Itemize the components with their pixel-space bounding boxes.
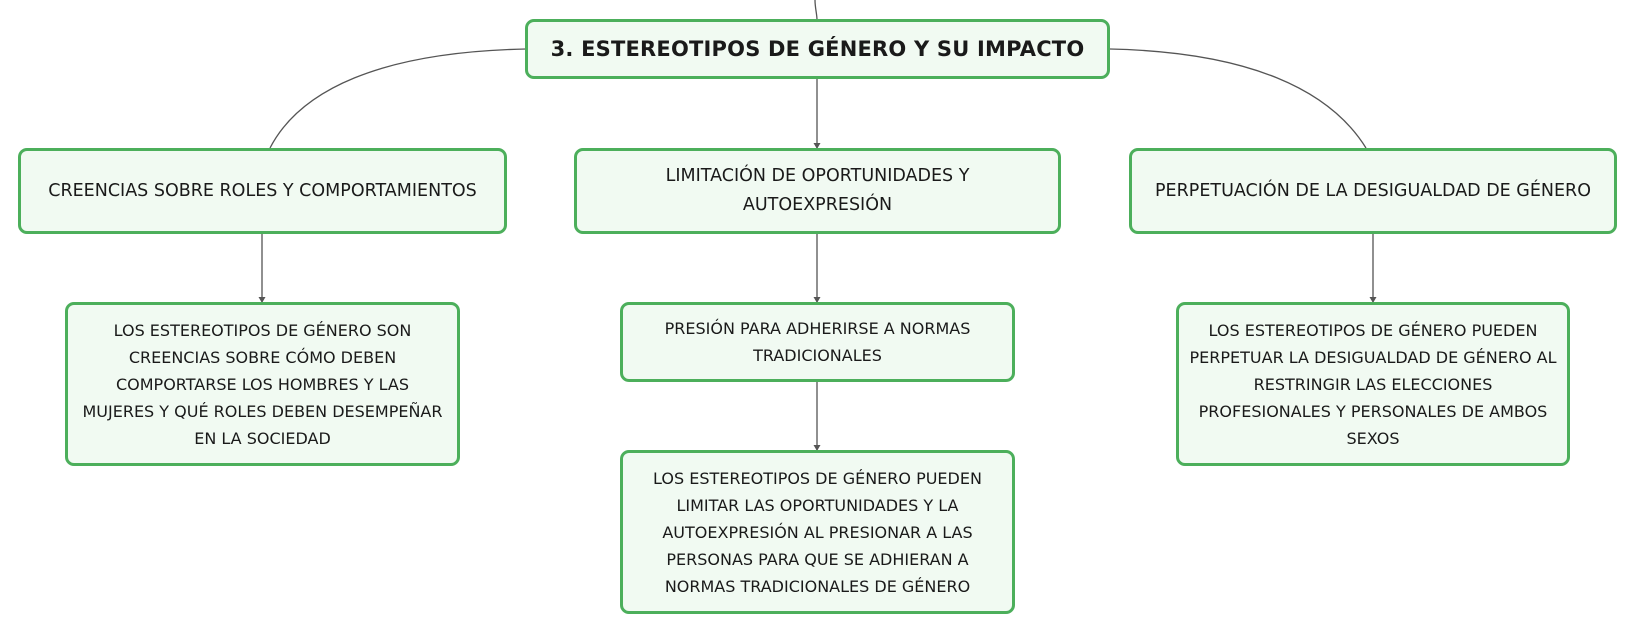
connector-root-branch-3 <box>1109 48 1367 149</box>
connector-top <box>814 0 818 21</box>
connector-root-branch-1 <box>269 48 527 149</box>
branch-2-child-2-node[interactable]: LOS ESTEREOTIPOS DE GÉNERO PUEDEN LIMITA… <box>620 450 1015 614</box>
branch-3-child-1-node[interactable]: LOS ESTEREOTIPOS DE GÉNERO PUEDEN PERPET… <box>1176 302 1570 466</box>
branch-1-child-1-text: LOS ESTEREOTIPOS DE GÉNERO SON CREENCIAS… <box>82 320 443 448</box>
branch-1-node[interactable]: CREENCIAS SOBRE ROLES Y COMPORTAMIENTOS <box>18 148 507 234</box>
branch-2-node[interactable]: LIMITACIÓN DE OPORTUNIDADES Y AUTOEXPRES… <box>574 148 1061 234</box>
branch-1-label: CREENCIAS SOBRE ROLES Y COMPORTAMIENTOS <box>48 180 477 201</box>
branch-3-child-1-text: LOS ESTEREOTIPOS DE GÉNERO PUEDEN PERPET… <box>1189 320 1557 448</box>
branch-2-child-1-node[interactable]: PRESIÓN PARA ADHERIRSE A NORMAS TRADICIO… <box>620 302 1015 382</box>
branch-2-child-1-text: PRESIÓN PARA ADHERIRSE A NORMAS TRADICIO… <box>664 319 971 365</box>
branch-2-child-2-text: LOS ESTEREOTIPOS DE GÉNERO PUEDEN LIMITA… <box>653 468 982 596</box>
branch-3-node[interactable]: PERPETUACIÓN DE LA DESIGUALDAD DE GÉNERO <box>1129 148 1617 234</box>
branch-1-child-1-node[interactable]: LOS ESTEREOTIPOS DE GÉNERO SON CREENCIAS… <box>65 302 460 466</box>
root-topic-label: 3. ESTEREOTIPOS DE GÉNERO Y SU IMPACTO <box>550 37 1085 61</box>
root-topic[interactable]: 3. ESTEREOTIPOS DE GÉNERO Y SU IMPACTO <box>525 19 1110 79</box>
branch-3-label: PERPETUACIÓN DE LA DESIGUALDAD DE GÉNERO <box>1155 180 1591 201</box>
branch-2-label: LIMITACIÓN DE OPORTUNIDADES Y AUTOEXPRES… <box>665 166 970 215</box>
